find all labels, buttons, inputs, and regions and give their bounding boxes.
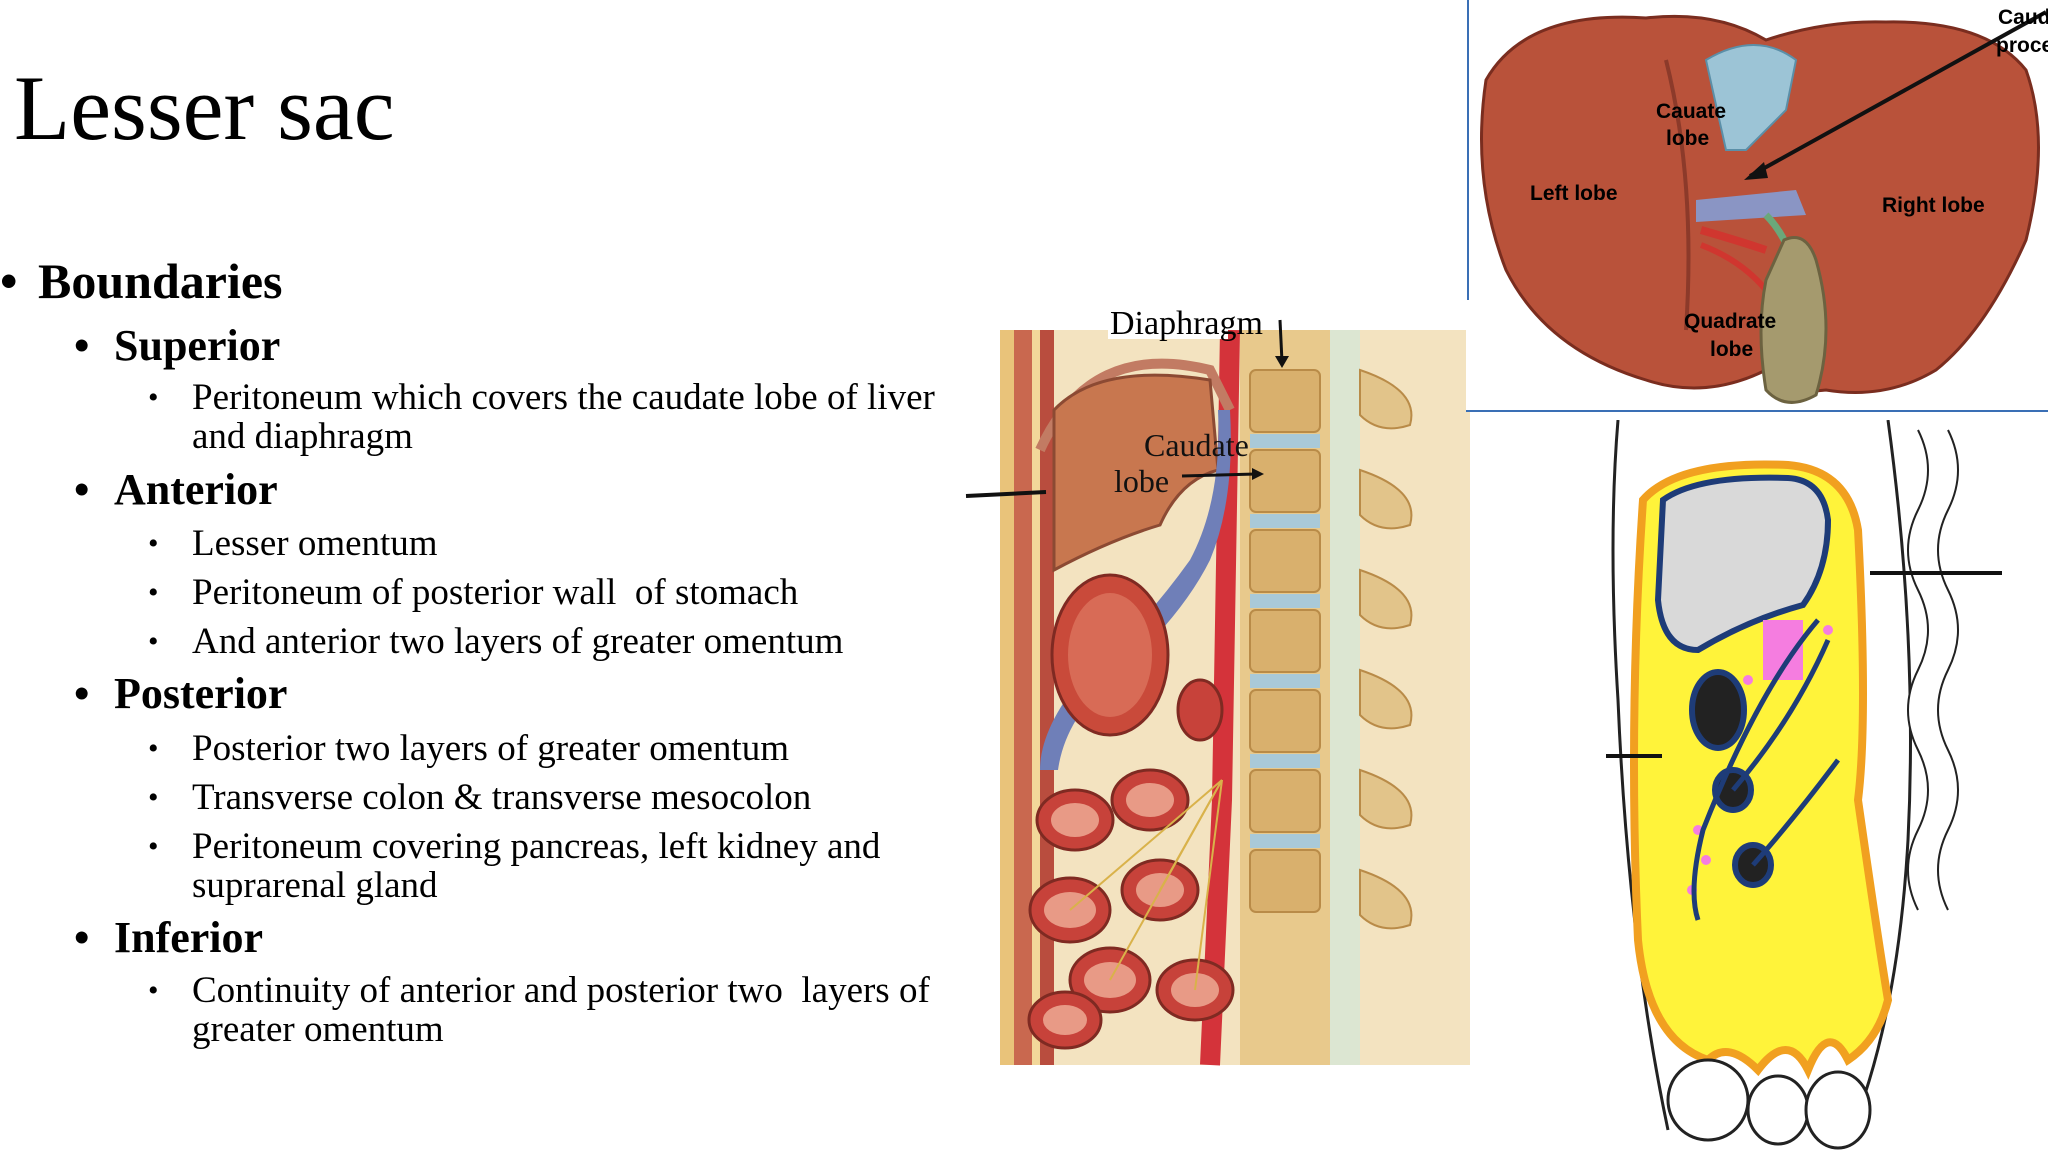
section-inferior: •Inferior (74, 913, 264, 962)
label-caudate-lobe: lobe (1114, 463, 1169, 499)
bullet-icon: • (148, 576, 159, 609)
heading-boundaries: •Boundaries (0, 253, 283, 309)
bullet-icon: • (148, 527, 159, 560)
bullet-icon: • (148, 381, 159, 414)
section-superior: •Superior (74, 321, 281, 370)
bullet-icon: • (0, 253, 18, 309)
label-cauate-lobe: Cauate (1656, 100, 1726, 123)
label-caudate: Caudate (1144, 427, 1249, 463)
bullet-icon: • (148, 781, 159, 814)
list-item: •Peritoneum of posterior wall of stomach (148, 572, 799, 613)
page-title: Lesser sac (14, 57, 395, 159)
bullet-icon: • (148, 625, 159, 658)
label-quadrate-lobe-2: lobe (1710, 338, 1753, 361)
list-item: •Peritoneum covering pancreas, left kidn… (148, 826, 881, 906)
list-item: •Transverse colon & transverse mesocolon (148, 777, 812, 818)
schematic-sagittal-figure (1588, 420, 2048, 1152)
sagittal-section-figure: Diaphragm Caudate lobe (960, 300, 1520, 1080)
bullet-icon: • (74, 321, 90, 370)
label-quadrate-lobe: Quadrate (1684, 310, 1776, 333)
label-caudate-process-2: process (1996, 34, 2048, 57)
list-item: •And anterior two layers of greater omen… (148, 621, 844, 662)
list-item: •Lesser omentum (148, 523, 438, 564)
bullet-icon: • (74, 465, 90, 514)
label-right-lobe: Right lobe (1882, 194, 1985, 217)
label-diaphragm: Diaphragm (1110, 305, 1263, 342)
bullet-icon: • (74, 913, 90, 962)
bullet-icon: • (74, 669, 90, 718)
list-item: •Continuity of anterior and posterior tw… (148, 970, 930, 1050)
section-posterior: •Posterior (74, 669, 288, 718)
bullet-icon: • (148, 974, 159, 1007)
list-item: •Peritoneum which covers the caudate lob… (148, 377, 935, 457)
label-left-lobe: Left lobe (1530, 182, 1618, 205)
liver-inferior-figure: Caudate process Cauate lobe Left lobe Ri… (1466, 0, 2048, 412)
bullet-icon: • (148, 830, 159, 863)
section-anterior: •Anterior (74, 465, 278, 514)
bullet-icon: • (148, 732, 159, 765)
label-caudate-process: Caudate (1998, 6, 2048, 29)
label-cauate-lobe-2: lobe (1666, 127, 1709, 150)
list-item: •Posterior two layers of greater omentum (148, 728, 789, 769)
